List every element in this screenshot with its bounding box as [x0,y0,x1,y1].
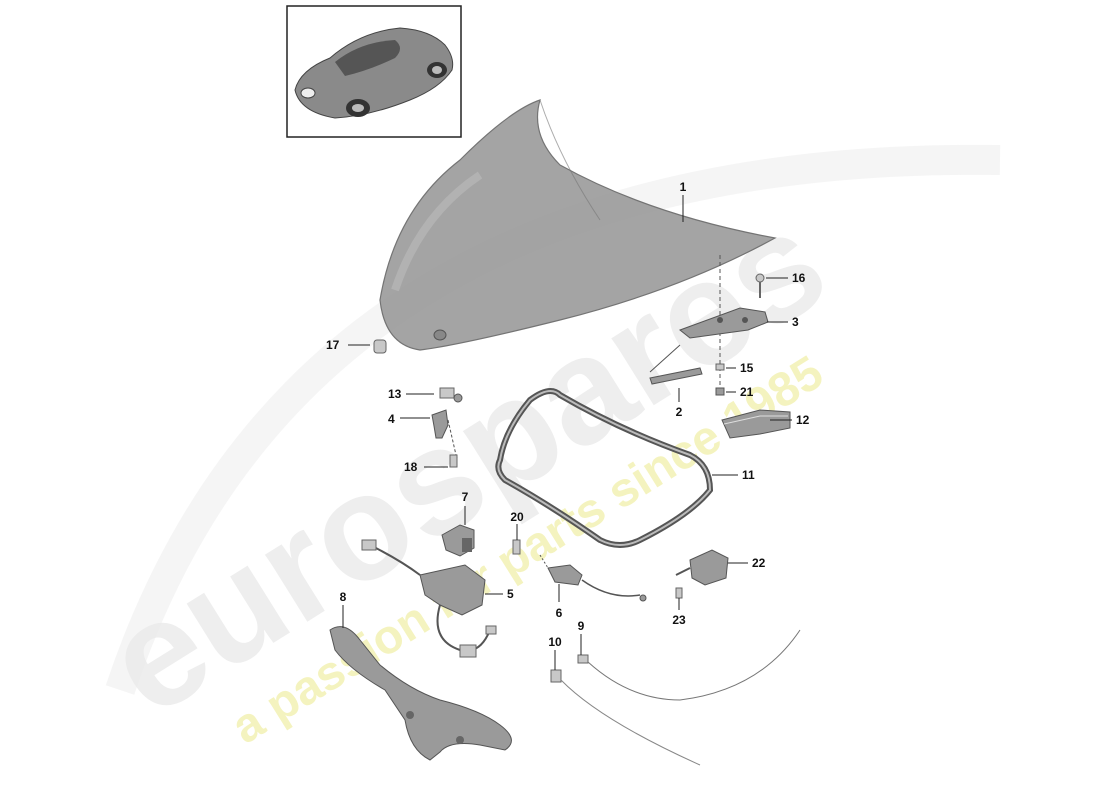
callout-15: 15 [726,361,754,375]
callout-label: 8 [340,590,347,604]
callout-9: 9 [578,619,585,655]
callout-label: 23 [672,613,686,627]
part-lock-5 [361,539,497,658]
callout-label: 13 [388,387,402,401]
part-bracket-4 [431,409,457,456]
part-front-hood [379,99,777,351]
callout-label: 6 [556,606,563,620]
callout-18: 18 [404,460,448,474]
part-seal-11 [495,388,714,548]
callout-1: 1 [680,180,687,222]
callout-label: 18 [404,460,418,474]
part-screw-18 [449,454,458,468]
callout-16: 16 [766,271,806,285]
callout-label: 11 [742,468,755,482]
part-actuator-22 [675,549,729,586]
callout-17: 17 [326,338,370,352]
car-thumbnail-icon [294,27,454,119]
callout-label: 7 [462,490,469,504]
callout-6: 6 [556,584,563,620]
callout-label: 17 [326,338,340,352]
part-release-6 [539,554,647,602]
callout-2: 2 [676,388,683,419]
callout-22: 22 [728,556,766,570]
callout-label: 20 [510,510,524,524]
callout-label: 2 [676,405,683,419]
callout-5: 5 [485,587,514,601]
part-trim-12 [721,409,791,439]
part-nut-21 [715,387,725,396]
part-gas-strut [649,367,703,385]
part-clip-10 [550,669,701,766]
callout-label: 3 [792,315,799,329]
part-nut-15 [715,363,725,371]
callout-label: 15 [740,361,754,375]
callout-11: 11 [712,468,755,482]
part-buffer-17 [373,339,387,354]
callout-12: 12 [770,413,810,427]
callout-20: 20 [510,510,524,540]
callout-label: 5 [507,587,514,601]
callout-10: 10 [548,635,562,670]
callout-label: 4 [388,412,395,426]
part-clip-13 [439,387,463,403]
part-cable-9 [577,629,801,701]
callout-label: 12 [796,413,810,427]
part-sensor-7 [441,524,475,557]
callout-13: 13 [388,387,434,401]
part-crossmember-8 [329,626,512,761]
callout-label: 22 [752,556,766,570]
callout-label: 16 [792,271,806,285]
callout-3: 3 [767,315,799,329]
callout-23: 23 [672,598,686,627]
callout-8: 8 [340,590,347,628]
part-bolt-16 [755,273,765,298]
callout-label: 1 [680,180,687,194]
callout-label: 10 [548,635,562,649]
callout-7: 7 [462,490,469,525]
callout-label: 9 [578,619,585,633]
callout-label: 21 [740,385,754,399]
car-thumbnail [286,5,462,138]
part-fastener-23 [675,587,683,599]
callout-4: 4 [388,412,430,426]
callout-21: 21 [726,385,754,399]
part-pin-20 [512,539,521,555]
